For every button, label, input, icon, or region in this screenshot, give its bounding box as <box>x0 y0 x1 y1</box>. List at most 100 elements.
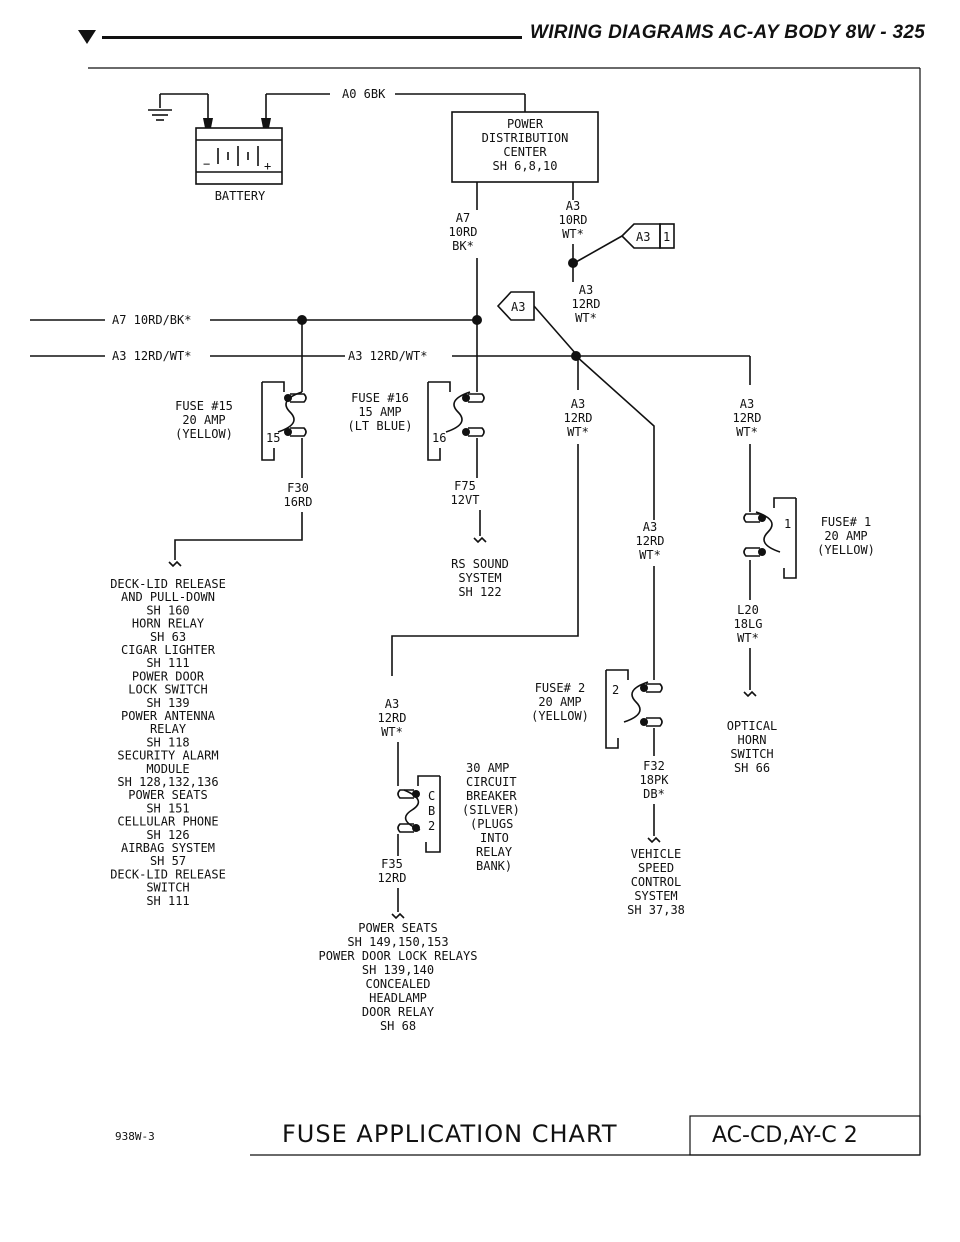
wire-a3-fuse2-1: A3 <box>643 520 657 534</box>
footer-code-box <box>689 1115 921 1156</box>
pdc-label-2: DISTRIBUTION <box>482 131 569 145</box>
wire-f30-1: F30 <box>287 481 309 495</box>
fuse-1-label-2: 20 AMP <box>824 529 867 543</box>
left-destination-line: AIRBAG SYSTEM <box>121 841 215 855</box>
fuse-2-label-2: 20 AMP <box>538 695 581 709</box>
footer-title: FUSE APPLICATION CHART <box>282 1120 618 1148</box>
wire-a3-center-3: WT* <box>567 425 589 439</box>
cb-label-2: CIRCUIT <box>466 775 517 789</box>
fuse-15: 15 <box>261 320 307 478</box>
fuse-1-label-1: FUSE# 1 <box>821 515 872 529</box>
wire-a3-center-1: A3 <box>571 397 585 411</box>
footer-code: AC-CD,AY-C 2 <box>712 1123 858 1148</box>
fuse-15-number: 15 <box>266 431 280 445</box>
left-destination-line: SWITCH <box>146 881 189 895</box>
vehicle-speed-2: SPEED <box>638 861 674 875</box>
left-destination-line: MODULE <box>146 762 189 776</box>
fuse-15-label-1: FUSE #15 <box>175 399 233 413</box>
footer-ref: 938W-3 <box>115 1130 155 1143</box>
left-destination-line: DECK-LID RELEASE <box>110 867 226 881</box>
wire-f35-2: 12RD <box>378 871 407 885</box>
wire-f35-1: F35 <box>381 857 403 871</box>
vehicle-speed-3: CONTROL <box>631 875 682 889</box>
wire-a7-pdc-3: BK* <box>452 239 474 253</box>
left-destination-line: SH 139 <box>146 696 189 710</box>
wire-a3-splice-1: A3 <box>579 283 593 297</box>
left-destination-line: SH 111 <box>146 894 189 908</box>
fuse-1-label-3: (YELLOW) <box>817 543 875 557</box>
wire-a3-cb-1: A3 <box>385 697 399 711</box>
header-rule <box>102 36 522 39</box>
power-seats-5: CONCEALED <box>365 977 430 991</box>
pdc-label-1: POWER <box>507 117 544 131</box>
rs-sound-3: SH 122 <box>458 585 501 599</box>
left-destination-line: POWER ANTENNA <box>121 709 216 723</box>
page-title: WIRING DIAGRAMS AC-AY BODY 8W - 325 <box>530 22 926 43</box>
triangle-marker-icon <box>78 30 96 44</box>
left-destination-line: SH 126 <box>146 828 189 842</box>
fuse-2-label-1: FUSE# 2 <box>535 681 586 695</box>
cb-label-3: BREAKER <box>466 789 517 803</box>
wire-a3-right-3: WT* <box>736 425 758 439</box>
left-destination-line: CIGAR LIGHTER <box>121 643 216 657</box>
wire-f75-2: 12VT <box>451 493 480 507</box>
cb-label-1: 30 AMP <box>466 761 509 775</box>
battery-plus-label: + <box>264 159 271 173</box>
left-destination-line: SH 151 <box>146 801 189 815</box>
rs-sound-1: RS SOUND <box>451 557 509 571</box>
wire-a7-pdc-1: A7 <box>456 211 470 225</box>
fuse-16-label-3: (LT BLUE) <box>347 419 412 433</box>
pdc-label-4: SH 6,8,10 <box>492 159 557 173</box>
wire-a3-cb-3: WT* <box>381 725 403 739</box>
power-distribution-center: POWER DISTRIBUTION CENTER SH 6,8,10 <box>451 111 599 183</box>
power-seats-6: HEADLAMP <box>369 991 427 1005</box>
wire-f32-1: F32 <box>643 759 665 773</box>
fuse-1-number: 1 <box>784 517 791 531</box>
optical-horn-1: OPTICAL <box>727 719 778 733</box>
optical-horn-2: HORN <box>738 733 767 747</box>
left-destination-line: DECK-LID RELEASE <box>110 577 226 591</box>
fuse-16: 16 <box>427 320 485 478</box>
left-destination-line: HORN RELAY <box>132 617 205 631</box>
left-destination-line: SH 111 <box>146 656 189 670</box>
battery-label: BATTERY <box>215 189 266 203</box>
connector-a3-1: A3 1 <box>575 223 675 263</box>
fuse-16-number: 16 <box>432 431 446 445</box>
wire-f32-3: DB* <box>643 787 665 801</box>
left-destination-line: AND PULL-DOWN <box>121 590 215 604</box>
left-destination-line: SH 57 <box>150 854 186 868</box>
connector-a3-pin: 1 <box>663 230 670 244</box>
vehicle-speed-1: VEHICLE <box>631 847 682 861</box>
power-seats-4: SH 139,140 <box>362 963 434 977</box>
fuse-15-label-3: (YELLOW) <box>175 427 233 441</box>
fuse-2-number: 2 <box>612 683 619 697</box>
wire-a3-pdc-1: A3 <box>566 199 580 213</box>
wire-a3-fuse2-3: WT* <box>639 548 661 562</box>
left-destination-line: POWER SEATS <box>128 788 207 802</box>
power-seats-8: SH 68 <box>380 1019 416 1033</box>
cb-label-5: (PLUGS <box>470 817 513 831</box>
page-header: WIRING DIAGRAMS AC-AY BODY 8W - 325 <box>0 0 960 70</box>
wire-a3-splice-2: 12RD <box>572 297 601 311</box>
fuse-15-label-2: 20 AMP <box>182 413 225 427</box>
connector-a3-tag: A3 <box>636 230 650 244</box>
wire-a7-pdc-2: 10RD <box>449 225 478 239</box>
wire-a3-fuse2-2: 12RD <box>636 534 665 548</box>
fuse-16-label-1: FUSE #16 <box>351 391 409 405</box>
rs-sound-2: SYSTEM <box>458 571 501 585</box>
cb-letter-2: 2 <box>428 819 435 833</box>
wire-l20-1: L20 <box>737 603 759 617</box>
wire-l20-3: WT* <box>737 631 759 645</box>
left-destination-line: RELAY <box>150 722 187 736</box>
diagram-border <box>88 67 921 1156</box>
fuse-2: 2 <box>605 669 663 749</box>
wire-a7-left-label: A7 10RD/BK* <box>112 313 191 327</box>
wire-a3-mid-label: A3 12RD/WT* <box>348 349 427 363</box>
vehicle-speed-4: SYSTEM <box>634 889 677 903</box>
wire-a3-center-2: 12RD <box>564 411 593 425</box>
left-destination-line: POWER DOOR <box>132 669 205 683</box>
left-destination-line: SH 160 <box>146 603 189 617</box>
left-destination-line: CELLULAR PHONE <box>117 815 218 829</box>
wire-a0-label: A0 6BK <box>342 87 386 101</box>
splice-a3-tag-label: A3 <box>511 300 525 314</box>
